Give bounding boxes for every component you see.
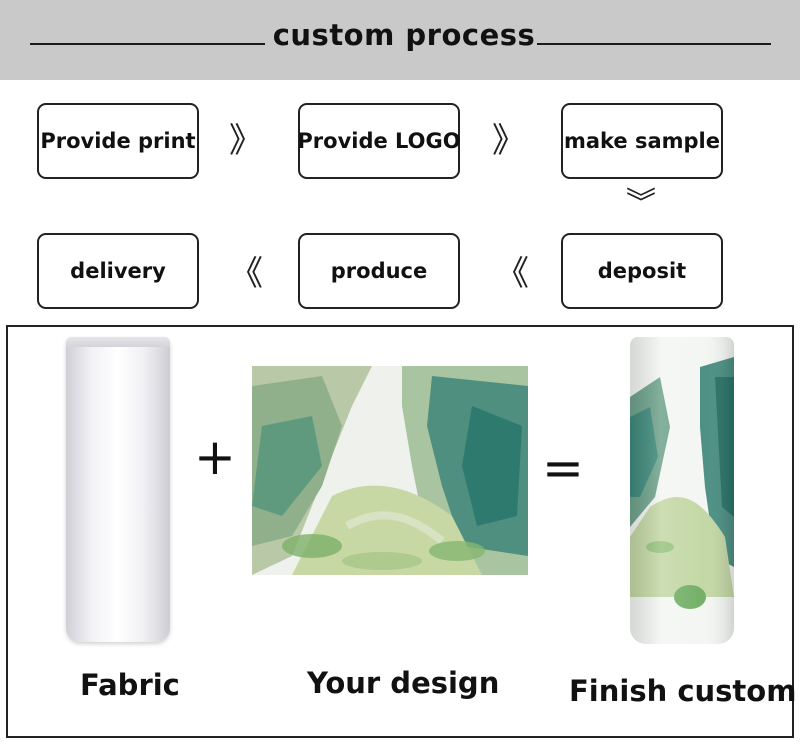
equals-icon: = bbox=[542, 439, 584, 497]
arrow-down-icon: ︾ bbox=[626, 186, 656, 221]
step-provide-logo: Provide LOGO bbox=[297, 103, 461, 179]
plus-icon: + bbox=[194, 428, 236, 486]
design-artwork-image bbox=[252, 366, 528, 575]
arrow-right-icon: 》 bbox=[229, 121, 263, 161]
step-make-sample: make sample bbox=[561, 103, 723, 179]
arrow-right-icon: 》 bbox=[492, 121, 526, 161]
blank-fabric-tube-image bbox=[66, 337, 170, 642]
step-deposit: deposit bbox=[561, 233, 723, 309]
printed-tube-illustration bbox=[630, 337, 734, 644]
header-rule-right bbox=[537, 43, 771, 45]
step-delivery: delivery bbox=[37, 233, 199, 309]
caption-finish-custom: Finish custom bbox=[569, 674, 797, 708]
watercolor-landscape-illustration bbox=[252, 366, 528, 575]
arrow-left-icon: 《 bbox=[495, 254, 529, 294]
header-bar: custom process bbox=[0, 0, 800, 80]
finished-custom-tube-image bbox=[630, 337, 734, 644]
arrow-left-icon: 《 bbox=[229, 254, 263, 294]
page-title: custom process bbox=[272, 18, 536, 52]
caption-fabric: Fabric bbox=[80, 668, 180, 702]
header-rule-left bbox=[30, 43, 265, 45]
step-produce: produce bbox=[298, 233, 460, 309]
step-provide-print: Provide print bbox=[37, 103, 199, 179]
caption-your-design: Your design bbox=[307, 666, 500, 700]
